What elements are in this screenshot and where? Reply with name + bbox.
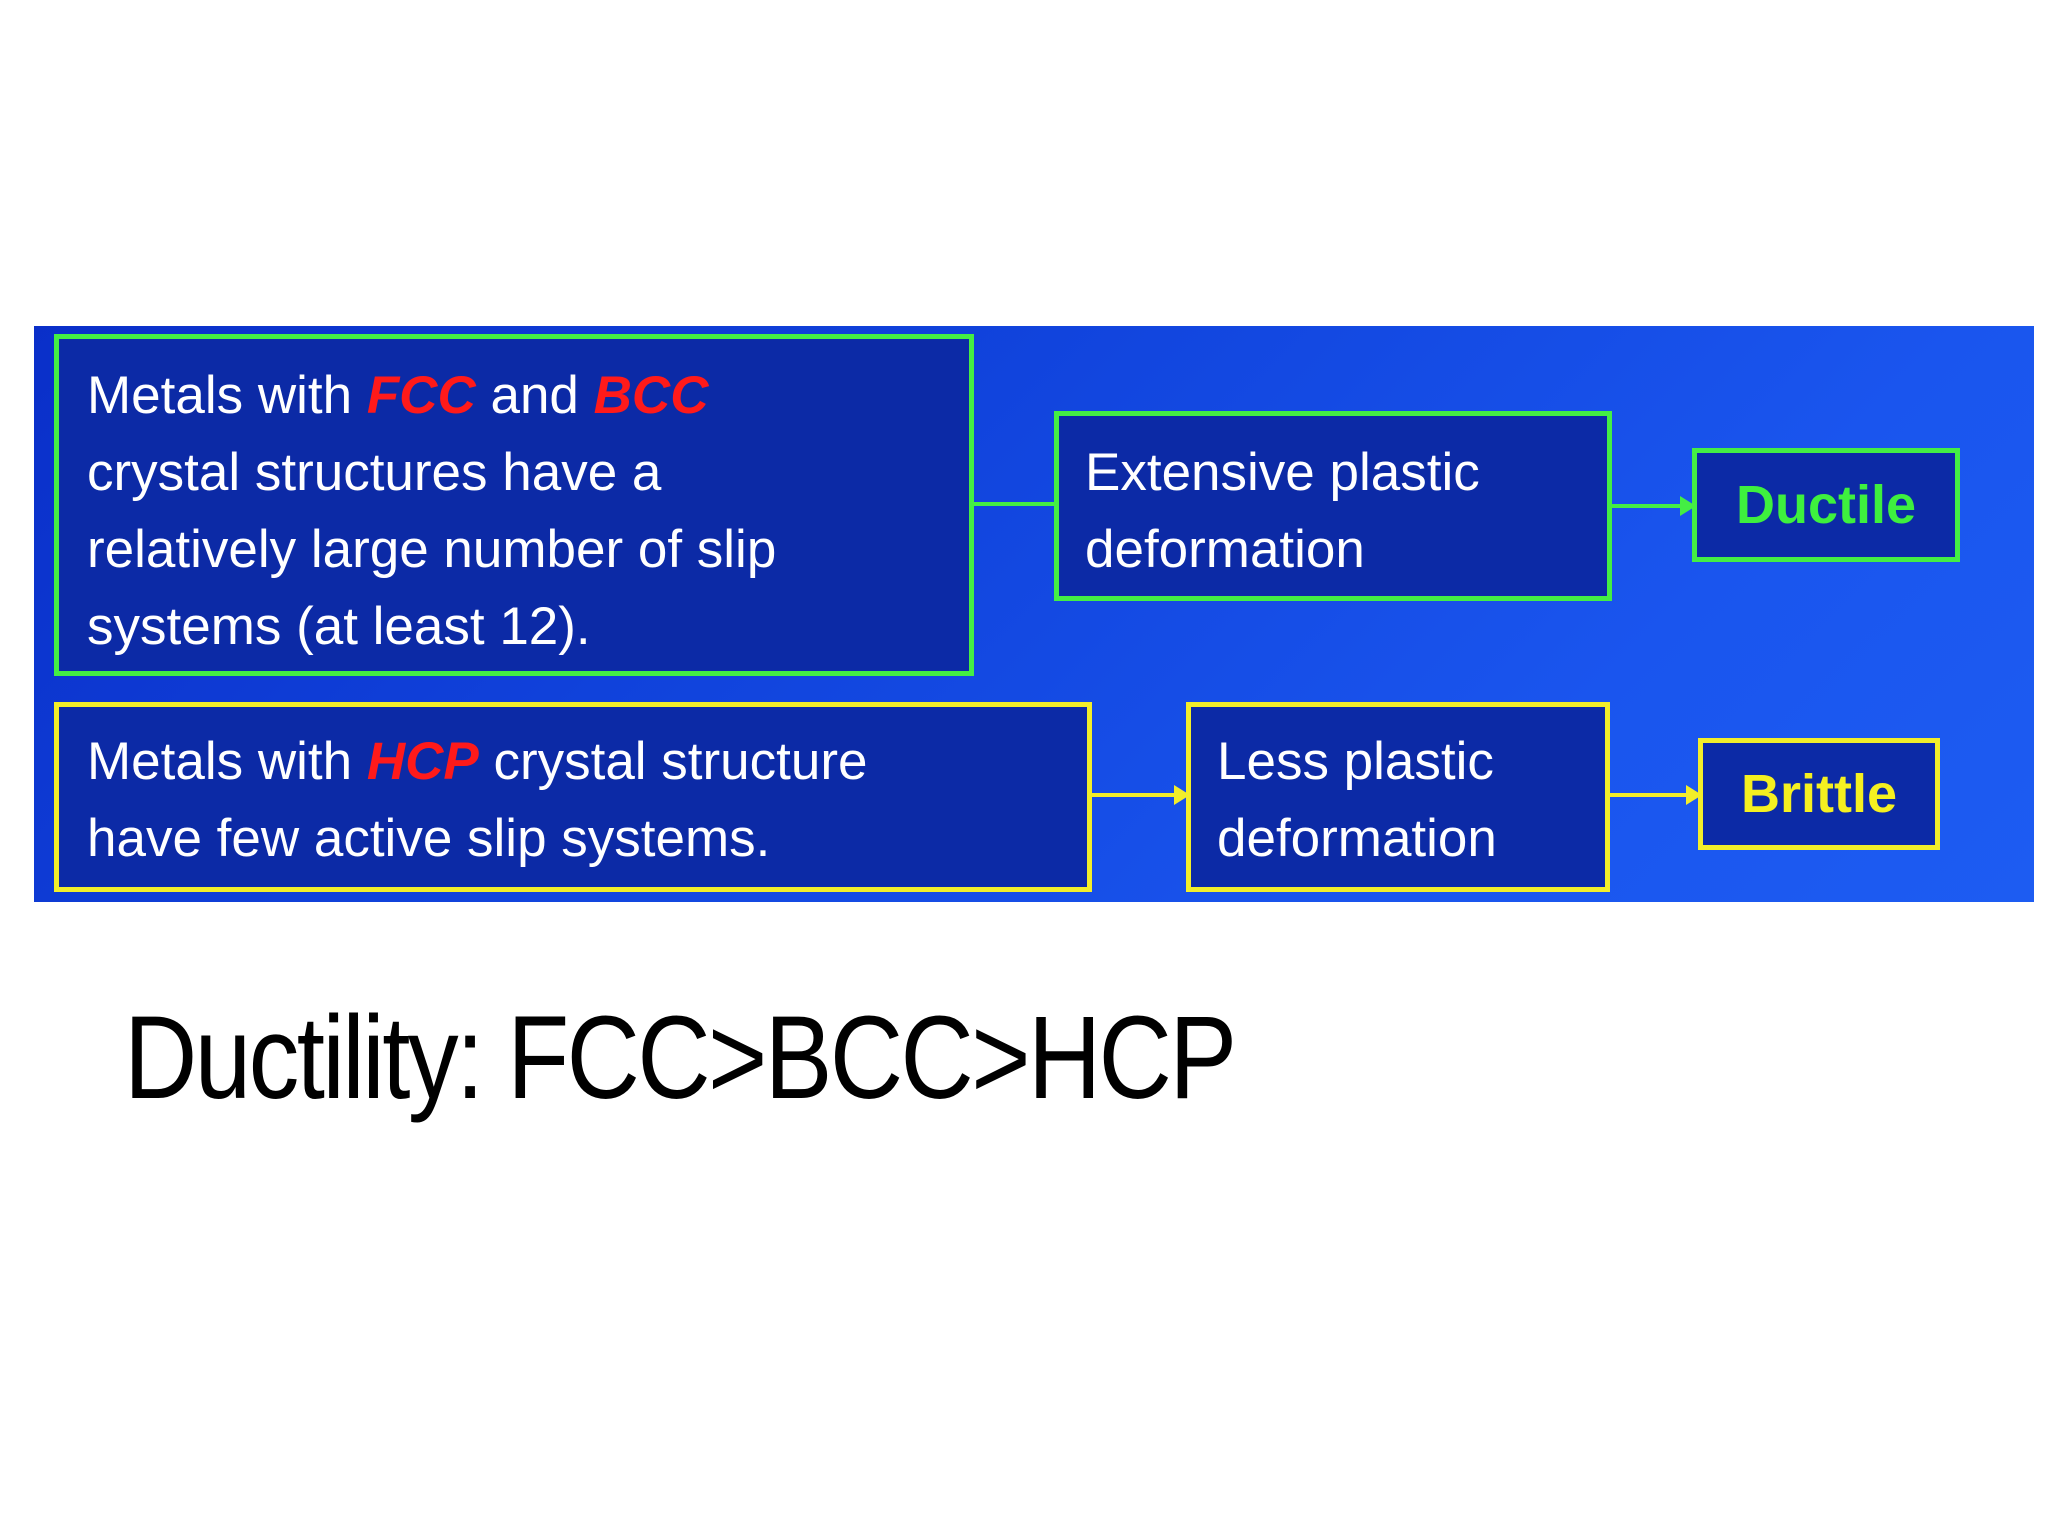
extensive-line1: Extensive plastic <box>1085 443 1480 502</box>
hcp-line1: Metals with HCP crystal structure <box>87 732 868 791</box>
brittle-result-box: Brittle <box>1698 738 1940 850</box>
diagram-panel: Metals with FCC and BCC crystal structur… <box>34 326 2034 902</box>
bcc-label: BCC <box>593 366 709 425</box>
arrow-hcp-to-less <box>1092 785 1190 805</box>
fcc-bcc-line3: relatively large number of slip <box>87 520 777 579</box>
extensive-line2: deformation <box>1085 520 1365 579</box>
less-line2: deformation <box>1217 809 1497 868</box>
fcc-bcc-cause-box: Metals with FCC and BCC crystal structur… <box>54 334 974 676</box>
brittle-label: Brittle <box>1740 763 1897 824</box>
fcc-label: FCC <box>366 366 476 425</box>
less-line1: Less plastic <box>1217 732 1494 791</box>
hcp-cause-box: Metals with HCP crystal structure have f… <box>54 702 1092 892</box>
less-deformation-box: Less plastic deformation <box>1186 702 1610 892</box>
ductile-label: Ductile <box>1735 474 1917 535</box>
ductility-summary: Ductility: FCC>BCC>HCP <box>124 992 1237 1124</box>
fcc-bcc-line1: Metals with FCC and BCC <box>87 366 709 425</box>
fcc-bcc-line4: systems (at least 12). <box>87 597 591 656</box>
hcp-line2: have few active slip systems. <box>87 809 771 868</box>
hcp-label: HCP <box>366 732 479 791</box>
ductile-result-box: Ductile <box>1692 448 1960 562</box>
arrow-less-to-brittle <box>1610 785 1702 805</box>
extensive-deformation-box: Extensive plastic deformation <box>1054 411 1612 601</box>
arrow-extensive-to-ductile <box>1612 496 1696 516</box>
fcc-bcc-line2: crystal structures have a <box>87 443 662 502</box>
